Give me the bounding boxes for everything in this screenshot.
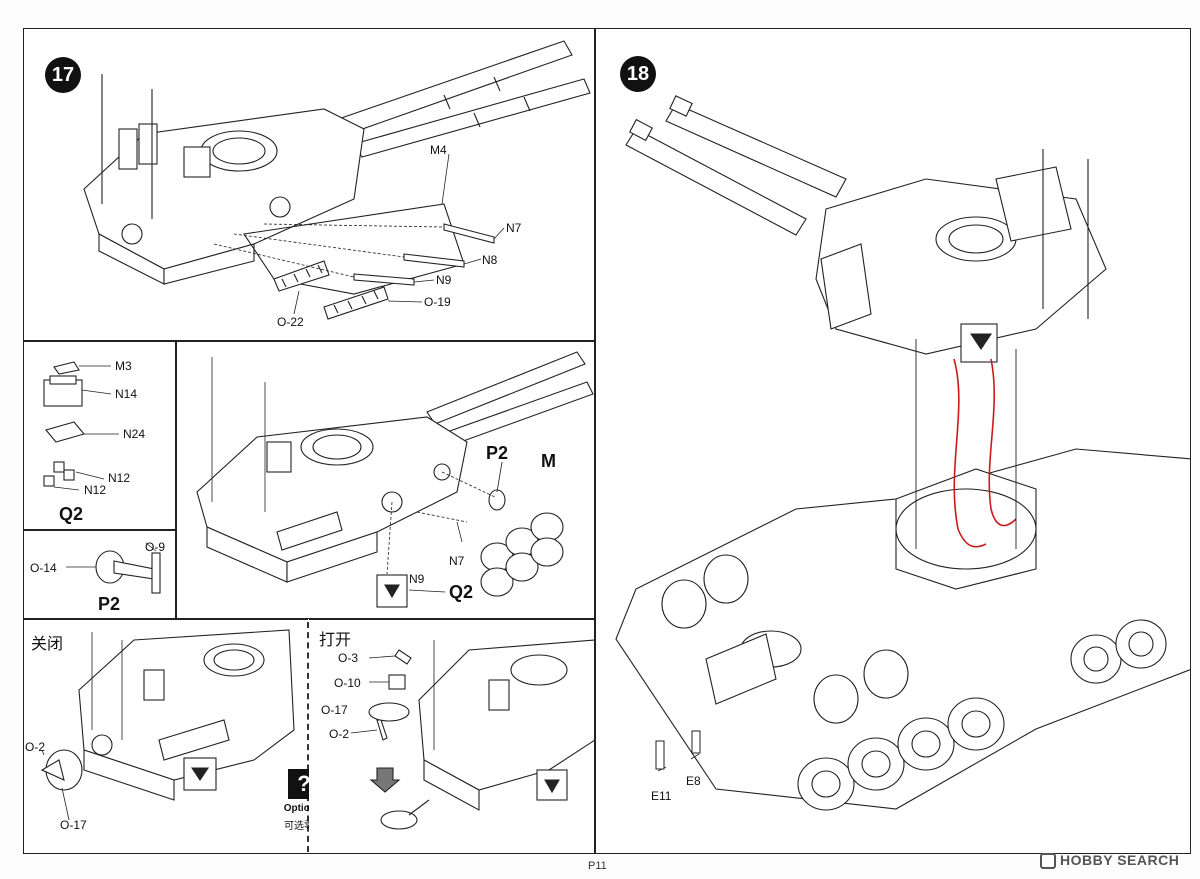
- part-label-o10-open: O-10: [334, 676, 361, 690]
- turret-subassembly-panel: P2 M N7 N9 Q2: [176, 341, 595, 619]
- part-label-m4: M4: [430, 143, 447, 157]
- part-label-o2-open: O-2: [329, 727, 350, 741]
- watermark-text: HOBBY SEARCH: [1060, 852, 1180, 868]
- part-label-q2-large: Q2: [449, 582, 474, 602]
- step-17-panel: 17 M4 N7 N8 N9 O-19 O-22: [23, 28, 595, 341]
- part-label-o19: O-19: [424, 295, 451, 309]
- part-label-m3: M3: [115, 359, 132, 373]
- part-label-o17-open: O-17: [321, 703, 348, 717]
- part-label-e11: E11: [651, 789, 672, 803]
- closed-variant-panel: 关闭 O-2 O-17: [23, 619, 308, 854]
- part-label-n9: N9: [436, 273, 452, 287]
- p2-detail-panel: O-14 O-9 P2: [23, 530, 176, 619]
- part-label-o17-closed: O-17: [60, 818, 87, 832]
- step-18-drawing: [615, 95, 1190, 811]
- part-label-n24: N24: [123, 427, 146, 441]
- q2-detail-panel: M3 N14 N24 N12 N12 Q2: [23, 341, 176, 530]
- part-label-n12-b: N12: [84, 483, 107, 497]
- part-label-n8: N8: [482, 253, 498, 267]
- part-label-p2-large: P2: [486, 443, 509, 463]
- part-label-m-large: M: [541, 451, 556, 471]
- part-label-n12-a: N12: [108, 471, 131, 485]
- turret-subassembly-drawing: [196, 351, 594, 608]
- p2-title: P2: [98, 594, 121, 614]
- part-label-n7: N7: [506, 221, 522, 235]
- part-label-n9-sub: N9: [409, 572, 425, 586]
- open-variant-drawing: [350, 639, 594, 830]
- optional-label-cn: 可选零件: [284, 821, 324, 832]
- open-label: 打开: [319, 630, 352, 649]
- p2-detail-drawing: [66, 542, 161, 594]
- open-variant-panel: 打开 O-3 O-10 O-17 O-2: [309, 619, 595, 854]
- part-label-o14: O-14: [30, 561, 57, 575]
- q2-detail-drawing: [43, 361, 119, 491]
- watermark-logo-icon: [1040, 853, 1056, 870]
- watermark: HOBBY SEARCH: [1040, 852, 1180, 870]
- part-label-o3-open: O-3: [338, 651, 359, 665]
- step-18-badge: 18: [620, 56, 656, 92]
- page-number: P11: [588, 860, 607, 872]
- part-label-n7-sub: N7: [449, 554, 465, 568]
- part-label-o9: O-9: [145, 540, 166, 554]
- closed-variant-drawing: [40, 629, 295, 821]
- step-17-drawing: [83, 40, 591, 320]
- optional-label: Optional: [283, 803, 325, 814]
- step-18-panel: 18 E11 E8: [595, 28, 1191, 854]
- step-17-badge: 17: [45, 57, 81, 93]
- variant-divider: [307, 622, 309, 852]
- part-label-o22: O-22: [277, 315, 304, 329]
- q2-title: Q2: [59, 504, 84, 524]
- part-label-n14: N14: [115, 387, 138, 401]
- part-label-e8: E8: [686, 774, 701, 788]
- part-label-o2-closed: O-2: [25, 740, 46, 754]
- closed-label: 关闭: [31, 634, 64, 653]
